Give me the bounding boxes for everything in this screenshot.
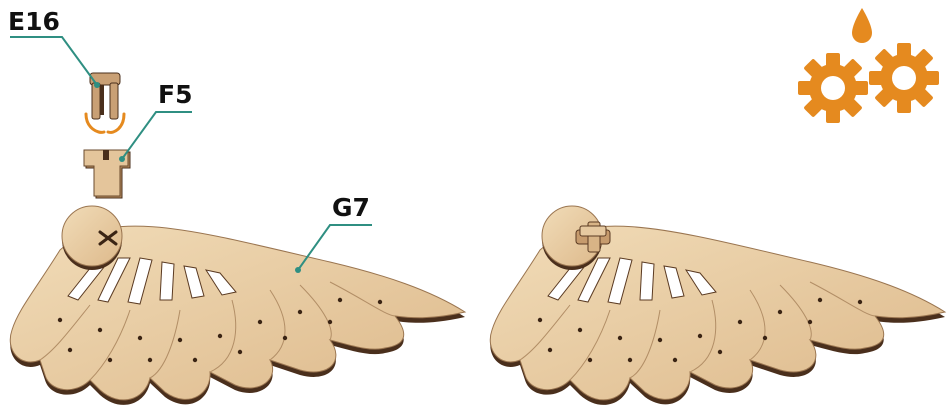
label-e16: E16 (8, 7, 60, 36)
leader-f5 (122, 112, 192, 159)
label-g7: G7 (332, 193, 370, 222)
oil-drop-and-gears-icon (798, 8, 939, 123)
leader-e16 (10, 37, 97, 85)
label-f5: F5 (158, 80, 192, 109)
wing-part-g7 (10, 206, 465, 405)
assembled-wing (490, 206, 945, 405)
